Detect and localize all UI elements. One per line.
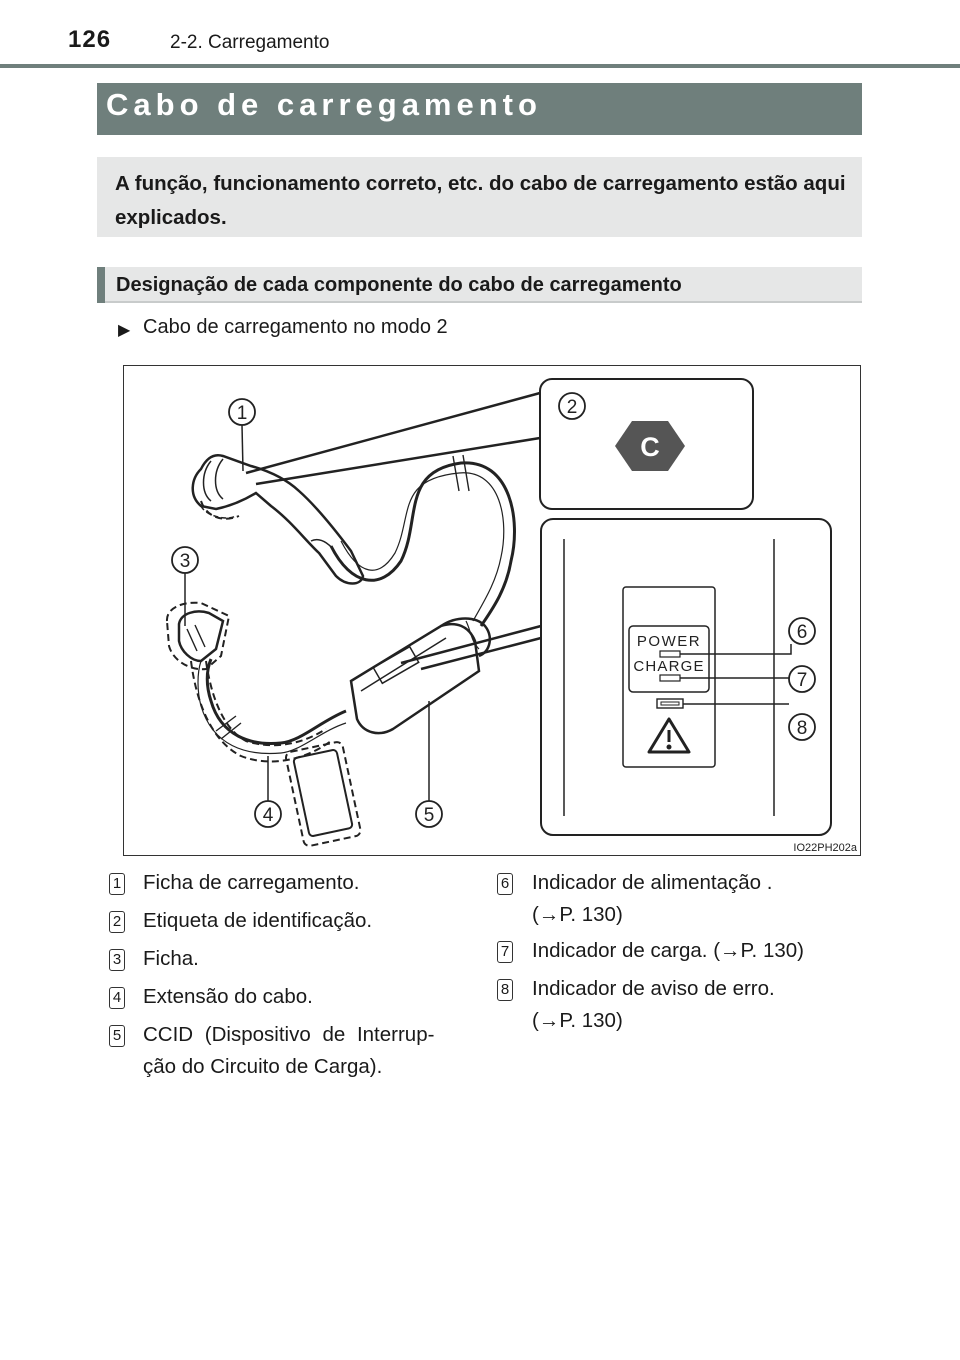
callout-2: 2 xyxy=(567,397,578,418)
header-rule xyxy=(0,64,960,68)
panel-power-label: POWER xyxy=(637,633,701,650)
page-title: Cabo de carregamento xyxy=(106,87,542,122)
callout-5: 5 xyxy=(424,805,435,826)
legend-text-5-line-1: CCID (Dispositivo de Interrup- xyxy=(143,1023,435,1046)
legend-number-1: 1 xyxy=(109,873,125,895)
panel-charge-label: CHARGE xyxy=(633,658,704,675)
legend-text-8-line-2: (→P. 130) xyxy=(532,1009,623,1032)
identification-label-hexagon xyxy=(615,421,685,471)
panel-zoom-box xyxy=(540,518,832,836)
page-number: 126 xyxy=(68,26,112,53)
legend-number-8: 8 xyxy=(497,979,513,1001)
legend-text-8-line-1: Indicador de aviso de erro. xyxy=(532,977,775,1000)
legend-text-2: Etiqueta de identificação. xyxy=(143,909,373,932)
callout-1: 1 xyxy=(237,403,248,424)
triangle-right-icon: ▶ xyxy=(118,322,131,339)
legend-number-2: 2 xyxy=(109,911,125,933)
identification-letter: C xyxy=(640,432,660,462)
legend-text-7: Indicador de carga. (→P. 130) xyxy=(532,939,804,962)
intro-box xyxy=(97,157,862,237)
legend-text-6-line-2: (→P. 130) xyxy=(532,903,623,926)
callout-7: 7 xyxy=(797,670,808,691)
callout-6: 6 xyxy=(797,622,808,643)
callout-8: 8 xyxy=(797,718,808,739)
title-bar xyxy=(97,83,862,135)
figure-charging-cable: C POWER CHARGE 1 2 3 4 5 6 7 8 IO22PH202… xyxy=(123,365,861,856)
callout-4: 4 xyxy=(263,805,274,826)
callout-3: 3 xyxy=(180,551,191,572)
subheading-accent xyxy=(97,267,105,303)
legend-number-7: 7 xyxy=(497,941,513,963)
subheading: Designação de cada componente do cabo de… xyxy=(116,274,682,296)
legend-number-3: 3 xyxy=(109,949,125,971)
bullet-text: Cabo de carregamento no modo 2 xyxy=(143,316,448,338)
figure-illustration: C POWER CHARGE 1 2 3 4 5 6 7 8 IO22PH202… xyxy=(166,378,858,854)
legend-text-6-line-1: Indicador de alimentação . xyxy=(532,871,773,894)
subheading-bar xyxy=(97,267,862,303)
figure-code: IO22PH202a xyxy=(793,842,857,854)
legend-text-1: Ficha de carregamento. xyxy=(143,871,360,894)
legend-text-3: Ficha. xyxy=(143,947,199,970)
legend-number-5: 5 xyxy=(109,1025,125,1047)
label-zoom-box xyxy=(539,378,754,510)
section-reference: 2-2. Carregamento xyxy=(170,32,330,53)
legend-text-5-line-2: ção do Circuito de Carga). xyxy=(143,1055,383,1078)
legend-text-4: Extensão do cabo. xyxy=(143,985,313,1008)
legend-number-6: 6 xyxy=(497,873,513,895)
legend-number-4: 4 xyxy=(109,987,125,1009)
intro-text: A função, funcionamento correto, etc. do… xyxy=(115,172,846,229)
